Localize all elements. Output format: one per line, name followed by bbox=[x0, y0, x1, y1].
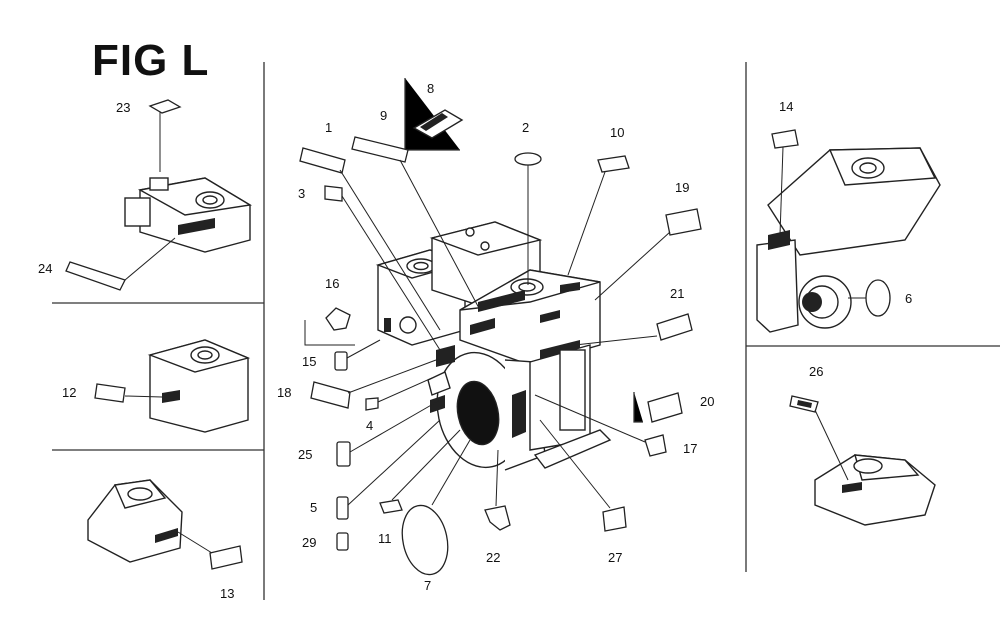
callout-3: 3 bbox=[298, 186, 305, 201]
engine-assembly bbox=[375, 221, 612, 471]
callout-20: 20 bbox=[700, 394, 714, 409]
callout-numbers: 1 9 8 2 10 19 3 16 21 15 18 4 20 17 25 5… bbox=[38, 81, 912, 601]
fuel-tank-bottom-right bbox=[789, 395, 936, 526]
callout-18: 18 bbox=[277, 385, 291, 400]
callout-5: 5 bbox=[310, 500, 317, 515]
fuel-tank-mid-left bbox=[94, 339, 251, 433]
callout-17: 17 bbox=[683, 441, 697, 456]
callout-21: 21 bbox=[670, 286, 684, 301]
labels-center-right bbox=[484, 313, 693, 532]
callout-9: 9 bbox=[380, 108, 387, 123]
fuel-tank-top-right bbox=[756, 129, 941, 333]
callout-10: 10 bbox=[610, 125, 624, 140]
callout-13: 13 bbox=[220, 586, 234, 601]
callout-22: 22 bbox=[486, 550, 500, 565]
panel-separators bbox=[52, 62, 1000, 600]
callout-14: 14 bbox=[779, 99, 793, 114]
callout-4: 4 bbox=[366, 418, 373, 433]
fuel-tank-top-left bbox=[65, 99, 253, 291]
callout-23: 23 bbox=[116, 100, 130, 115]
callout-7: 7 bbox=[424, 578, 431, 593]
fuel-tank-bottom-left bbox=[87, 479, 243, 570]
callout-16: 16 bbox=[325, 276, 339, 291]
callout-15: 15 bbox=[302, 354, 316, 369]
callout-1: 1 bbox=[325, 120, 332, 135]
figure-title: FIG L bbox=[92, 36, 210, 85]
callout-19: 19 bbox=[675, 180, 689, 195]
callout-26: 26 bbox=[809, 364, 823, 379]
callout-27: 27 bbox=[608, 550, 622, 565]
callout-29: 29 bbox=[302, 535, 316, 550]
callout-11: 11 bbox=[378, 531, 392, 546]
labels-center-left bbox=[304, 307, 471, 576]
callout-25: 25 bbox=[298, 447, 312, 462]
callout-6: 6 bbox=[905, 291, 912, 306]
callout-2: 2 bbox=[522, 120, 529, 135]
callout-12: 12 bbox=[62, 385, 76, 400]
callout-8: 8 bbox=[427, 81, 434, 96]
labels-center-top bbox=[299, 109, 702, 351]
callout-24: 24 bbox=[38, 261, 52, 276]
